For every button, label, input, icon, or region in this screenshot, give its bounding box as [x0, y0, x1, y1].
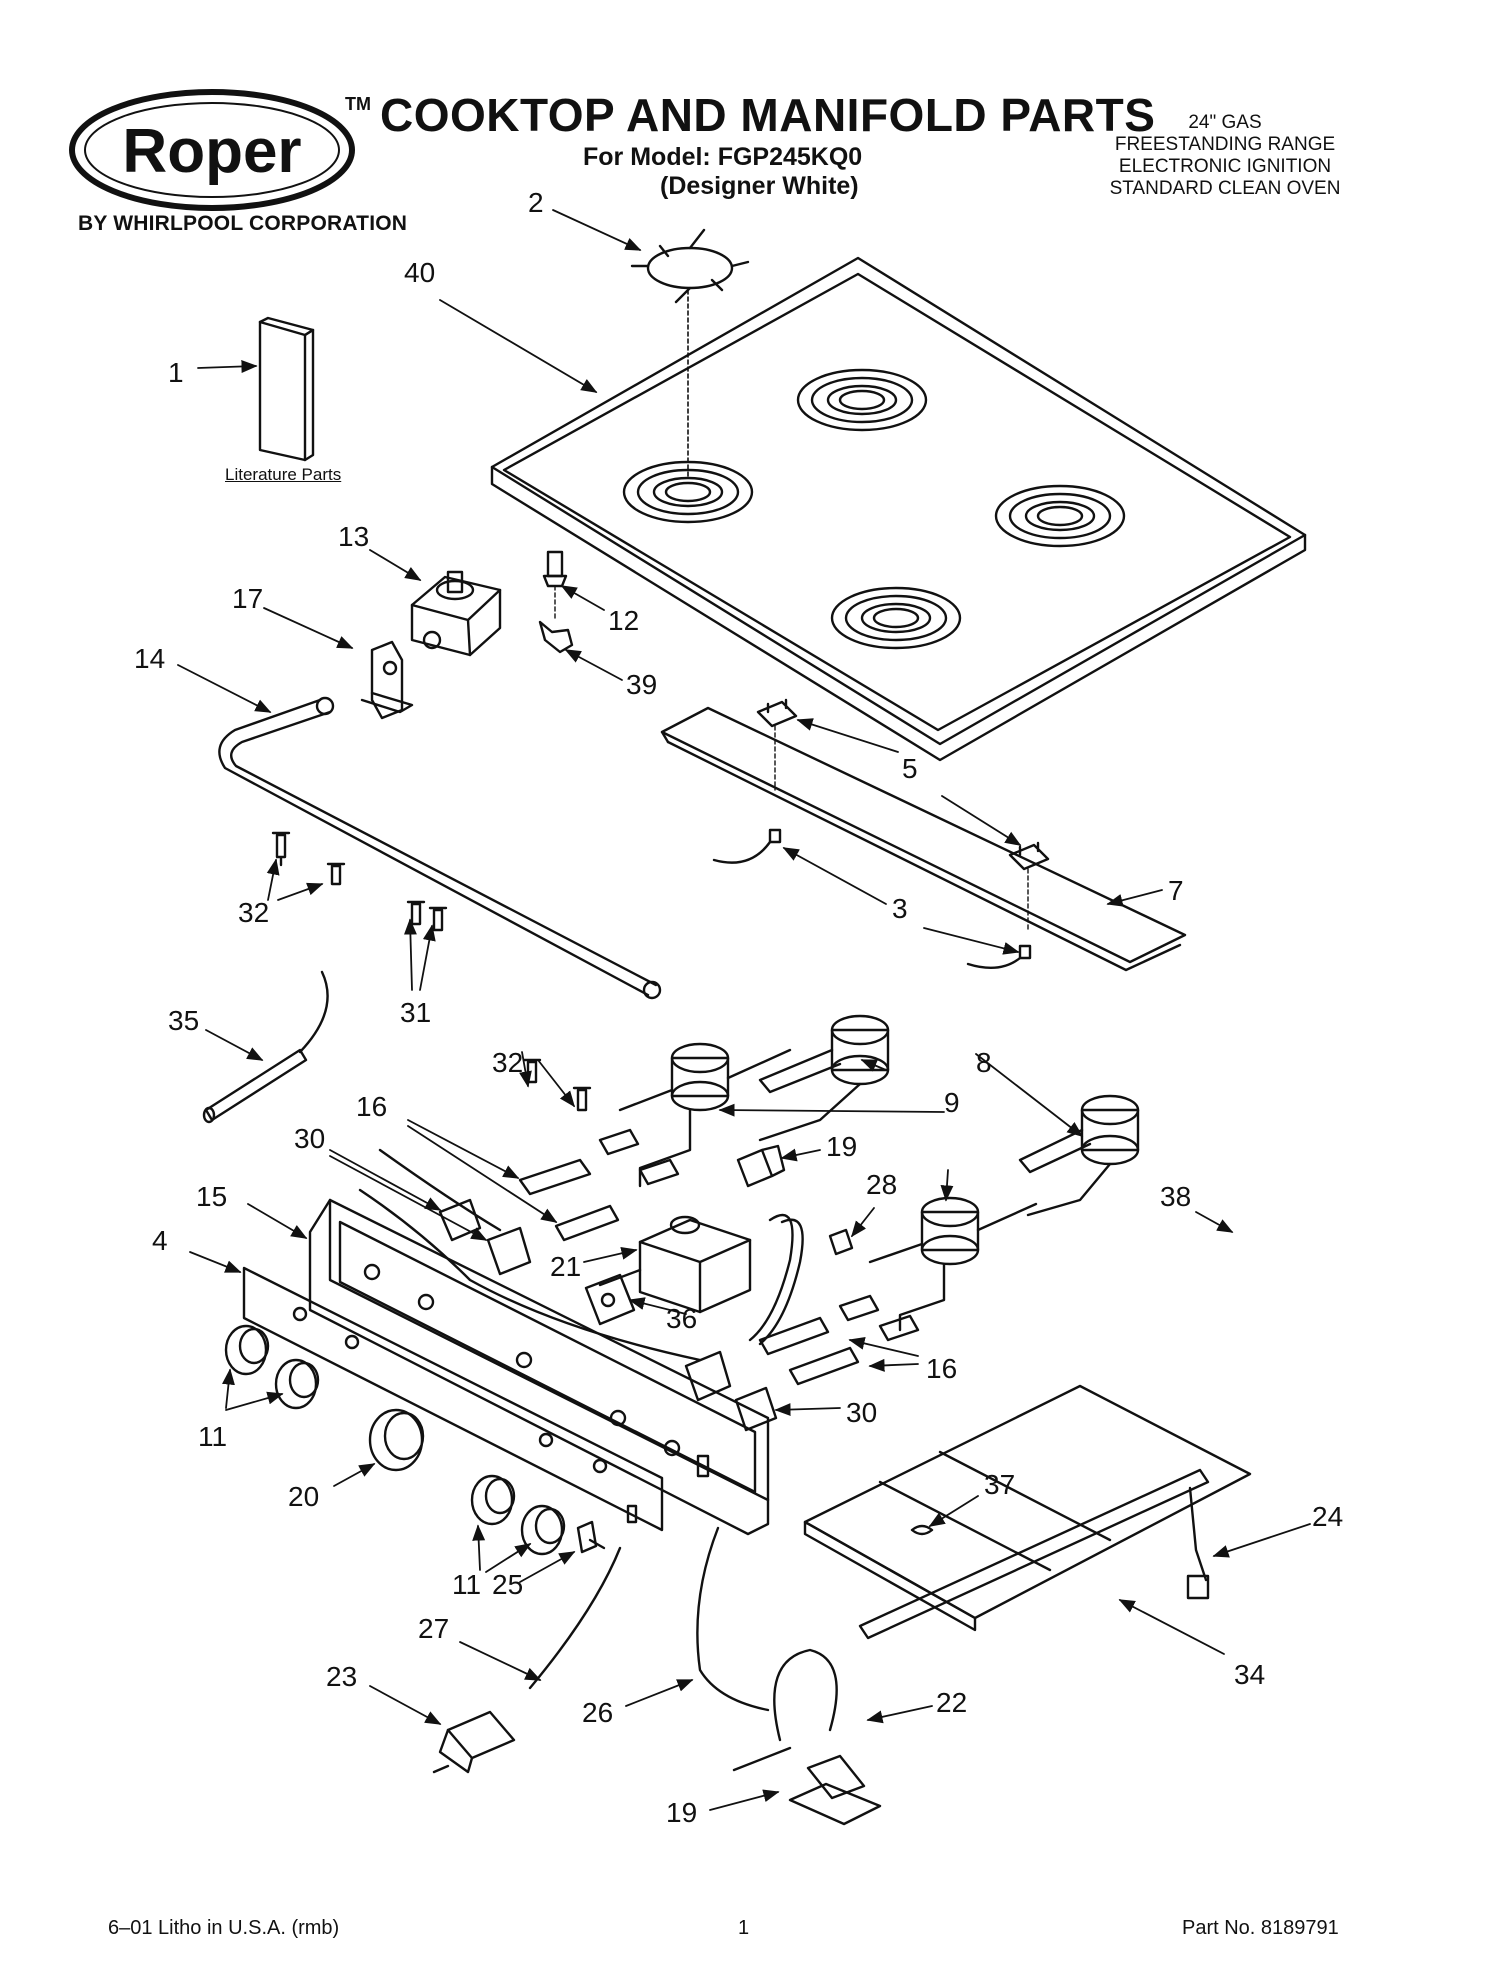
callout-40: 40: [404, 257, 435, 288]
callout-23: 23: [326, 1661, 357, 1692]
svg-text:Roper: Roper: [122, 117, 301, 186]
callout-37: 37: [984, 1469, 1015, 1500]
callout-15: 15: [196, 1181, 227, 1212]
callout-30a: 30: [294, 1123, 325, 1154]
page-title: COOKTOP AND MANIFOLD PARTS: [380, 89, 1156, 141]
callout-20: 20: [288, 1481, 319, 1512]
igniters: [712, 828, 1032, 970]
callout-5: 5: [902, 753, 918, 784]
roper-logo: Roper: [69, 89, 355, 211]
knob-oven: [368, 1408, 425, 1472]
orifice-holders: [518, 1128, 920, 1386]
spec-line: STANDARD CLEAN OVEN: [1109, 178, 1341, 199]
burner-opening-rear-left: [796, 368, 928, 432]
burner-opening-front-right: [830, 586, 962, 650]
callout-21: 21: [550, 1251, 581, 1282]
callout-11b: 11: [452, 1569, 481, 1600]
mounting-bracket: [360, 640, 414, 720]
callout-28: 28: [866, 1169, 897, 1200]
callout-8: 8: [976, 1047, 992, 1078]
callout-35: 35: [168, 1005, 199, 1036]
literature-booklet: [258, 316, 315, 462]
burner-grate: [630, 228, 750, 479]
knob-left-1: [224, 1324, 270, 1376]
callout-16b: 16: [926, 1353, 957, 1384]
callout-14: 14: [134, 643, 165, 674]
callout-1: 1: [168, 357, 184, 388]
control-panel: [308, 1198, 770, 1536]
oven-burner-tube: [858, 1468, 1210, 1640]
spec-line: 24" GAS: [1188, 112, 1262, 133]
trademark-mark: TM: [345, 94, 371, 114]
page-number: 1: [738, 1917, 750, 1939]
model-variant: (Designer White): [660, 172, 859, 200]
callout-11a: 11: [198, 1421, 227, 1452]
callout-7: 7: [1168, 875, 1184, 906]
callout-39: 39: [626, 669, 657, 700]
igniter-switch: [432, 1710, 516, 1774]
burner-rear-left: [758, 1014, 890, 1142]
footer-print-info: 6–01 Litho in U.S.A. (rmb): [108, 1917, 340, 1939]
knob-left-2: [274, 1358, 320, 1410]
fitting-19: [736, 1144, 786, 1188]
valve-brackets: [358, 1148, 778, 1432]
spring-clip: [538, 620, 574, 654]
callout-22: 22: [936, 1687, 967, 1718]
callout-numbers: 1 2 40 13 12 17 14 39 5 7 3 32 31 35 32 …: [134, 187, 1343, 1828]
burner-opening-front-left: [622, 460, 754, 524]
callout-12: 12: [608, 605, 639, 636]
pressure-regulator: [598, 1215, 752, 1314]
spec-line: ELECTRONIC IGNITION: [1118, 156, 1332, 177]
igniter-wire: [528, 1526, 770, 1712]
clip-37: [910, 1524, 934, 1536]
burner-opening-rear-right: [994, 484, 1126, 548]
leader-lines: [177, 209, 1311, 1811]
callout-4: 4: [152, 1225, 168, 1256]
screws: [271, 831, 592, 1112]
callout-31: 31: [400, 997, 431, 1028]
callout-26: 26: [582, 1697, 613, 1728]
pilot-module: [584, 1273, 636, 1326]
callout-16a: 16: [356, 1091, 387, 1122]
burner-clips: [756, 698, 1050, 931]
burner-rear-right: [1018, 1094, 1140, 1217]
callout-32a: 32: [238, 897, 269, 928]
indicator-light: [576, 1520, 606, 1554]
igniter-electrode: [202, 970, 329, 1124]
flex-tube: [748, 1213, 804, 1346]
callout-25: 25: [492, 1569, 523, 1600]
callout-17: 17: [232, 583, 263, 614]
burner-front-right: [868, 1196, 1038, 1332]
callout-24: 24: [1312, 1501, 1343, 1532]
literature-label: Literature Parts: [225, 465, 342, 484]
callout-2: 2: [528, 187, 544, 218]
fitting-28: [828, 1228, 854, 1256]
panel-overlay: [242, 1266, 664, 1532]
manifold-pipe: [218, 696, 662, 1000]
callout-27: 27: [418, 1613, 449, 1644]
callout-38: 38: [1160, 1181, 1191, 1212]
callout-13: 13: [338, 521, 369, 552]
knob-right-2: [520, 1504, 566, 1556]
spark-module: [732, 1648, 882, 1826]
callout-3: 3: [892, 893, 908, 924]
callout-36: 36: [666, 1303, 697, 1334]
callout-34: 34: [1234, 1659, 1265, 1690]
cooktop: [490, 256, 1307, 762]
knob-right-1: [470, 1474, 516, 1526]
burner-front-left: [618, 1042, 792, 1188]
callout-19b: 19: [666, 1797, 697, 1828]
part-number: Part No. 8189791: [1182, 1917, 1339, 1939]
spec-line: FREESTANDING RANGE: [1114, 134, 1336, 155]
valve-assembly: [410, 570, 502, 657]
model-number: For Model: FGP245KQ0: [583, 143, 863, 171]
brand-subtitle: BY WHIRLPOOL CORPORATION: [78, 212, 408, 235]
callout-32b: 32: [492, 1047, 523, 1078]
callout-9: 9: [944, 1087, 960, 1118]
burner-support-bracket: [660, 706, 1187, 972]
callout-19a: 19: [826, 1131, 857, 1162]
callout-30b: 30: [846, 1397, 877, 1428]
